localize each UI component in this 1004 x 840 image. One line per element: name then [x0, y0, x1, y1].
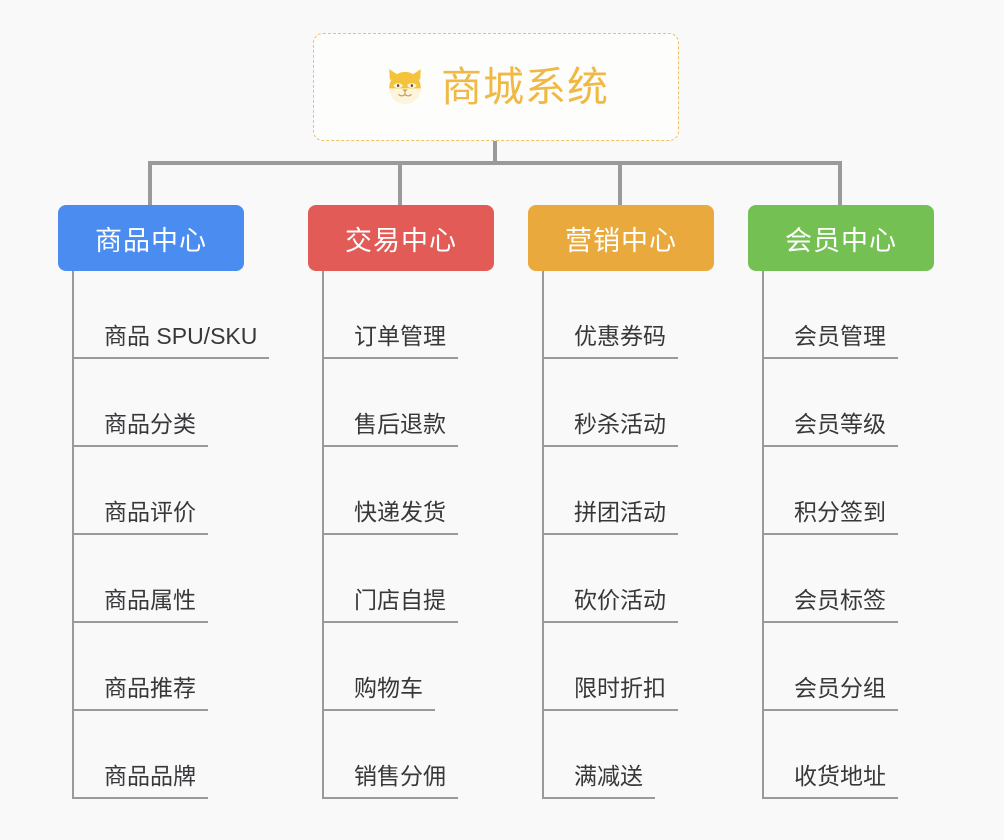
column-trunk-1: 商品 SPU/SKU 商品分类 商品评价 商品属性 商品推荐 商品品牌 [72, 271, 270, 799]
column-header-label: 商品中心 [95, 225, 207, 256]
leaf-label: 门店自提 [324, 587, 458, 623]
leaf-label: 会员管理 [764, 323, 898, 359]
column-trade-center: 交易中心 订单管理 售后退款 快递发货 门店自提 购物车 销售分佣 [308, 205, 494, 799]
leaf-label: 商品属性 [74, 587, 208, 623]
leaf-label: 商品品牌 [74, 763, 208, 799]
leaf-label: 会员标签 [764, 587, 898, 623]
list-item[interactable]: 快递发货 [324, 447, 494, 535]
list-item[interactable]: 商品评价 [74, 447, 244, 535]
leaf-label: 商品分类 [74, 411, 208, 447]
column-header-marketing-center[interactable]: 营销中心 [528, 205, 714, 271]
leaf-label: 购物车 [324, 675, 435, 711]
leaf-label: 优惠券码 [544, 323, 678, 359]
leaf-label: 销售分佣 [324, 763, 458, 799]
connector-drop-4 [838, 161, 842, 205]
list-item[interactable]: 会员标签 [764, 535, 934, 623]
list-item[interactable]: 订单管理 [324, 271, 494, 359]
column-header-member-center[interactable]: 会员中心 [748, 205, 934, 271]
list-item[interactable]: 商品 SPU/SKU [74, 271, 270, 359]
list-item[interactable]: 售后退款 [324, 359, 494, 447]
column-header-trade-center[interactable]: 交易中心 [308, 205, 494, 271]
leaf-label: 收货地址 [764, 763, 898, 799]
list-item[interactable]: 积分签到 [764, 447, 934, 535]
leaf-label: 售后退款 [324, 411, 458, 447]
leaf-label: 满减送 [544, 763, 655, 799]
column-marketing-center: 营销中心 优惠券码 秒杀活动 拼团活动 砍价活动 限时折扣 满减送 [528, 205, 714, 799]
leaf-label: 会员分组 [764, 675, 898, 711]
list-item[interactable]: 秒杀活动 [544, 359, 714, 447]
leaf-label: 会员等级 [764, 411, 898, 447]
leaf-label: 限时折扣 [544, 675, 678, 711]
column-header-label: 营销中心 [565, 225, 677, 256]
list-item[interactable]: 商品分类 [74, 359, 244, 447]
column-trunk-4: 会员管理 会员等级 积分签到 会员标签 会员分组 收货地址 [762, 271, 934, 799]
leaf-label: 秒杀活动 [544, 411, 678, 447]
list-item[interactable]: 销售分佣 [324, 711, 494, 799]
list-item[interactable]: 砍价活动 [544, 535, 714, 623]
leaf-label: 积分签到 [764, 499, 898, 535]
leaf-label: 拼团活动 [544, 499, 678, 535]
list-item[interactable]: 会员管理 [764, 271, 934, 359]
column-member-center: 会员中心 会员管理 会员等级 积分签到 会员标签 会员分组 收货地址 [748, 205, 934, 799]
list-item[interactable]: 限时折扣 [544, 623, 714, 711]
root-title: 商城系统 [441, 63, 609, 110]
connector-drop-2 [398, 161, 402, 205]
list-item[interactable]: 商品属性 [74, 535, 244, 623]
leaf-label: 商品推荐 [74, 675, 208, 711]
list-item[interactable]: 收货地址 [764, 711, 934, 799]
list-item[interactable]: 会员分组 [764, 623, 934, 711]
list-item[interactable]: 商品推荐 [74, 623, 244, 711]
leaf-label: 商品 SPU/SKU [74, 323, 270, 359]
list-item[interactable]: 会员等级 [764, 359, 934, 447]
column-trunk-2: 订单管理 售后退款 快递发货 门店自提 购物车 销售分佣 [322, 271, 494, 799]
list-item[interactable]: 拼团活动 [544, 447, 714, 535]
leaf-label: 快递发货 [324, 499, 458, 535]
leaf-label: 商品评价 [74, 499, 208, 535]
column-product-center: 商品中心 商品 SPU/SKU 商品分类 商品评价 商品属性 商品推荐 商品品牌 [58, 205, 270, 799]
connector-drop-1 [148, 161, 152, 205]
leaf-label: 砍价活动 [544, 587, 678, 623]
column-header-label: 会员中心 [785, 225, 897, 256]
connector-root-stem [493, 141, 497, 165]
connector-horizontal-bar [148, 161, 842, 165]
list-item[interactable]: 满减送 [544, 711, 714, 799]
leaf-label: 订单管理 [324, 323, 458, 359]
column-trunk-3: 优惠券码 秒杀活动 拼团活动 砍价活动 限时折扣 满减送 [542, 271, 714, 799]
root-node[interactable]: 商城系统 [313, 33, 679, 141]
column-header-product-center[interactable]: 商品中心 [58, 205, 244, 271]
column-header-label: 交易中心 [345, 225, 457, 256]
shiba-inu-icon [383, 65, 427, 109]
list-item[interactable]: 商品品牌 [74, 711, 244, 799]
connector-drop-3 [618, 161, 622, 205]
list-item[interactable]: 购物车 [324, 623, 494, 711]
list-item[interactable]: 门店自提 [324, 535, 494, 623]
list-item[interactable]: 优惠券码 [544, 271, 714, 359]
